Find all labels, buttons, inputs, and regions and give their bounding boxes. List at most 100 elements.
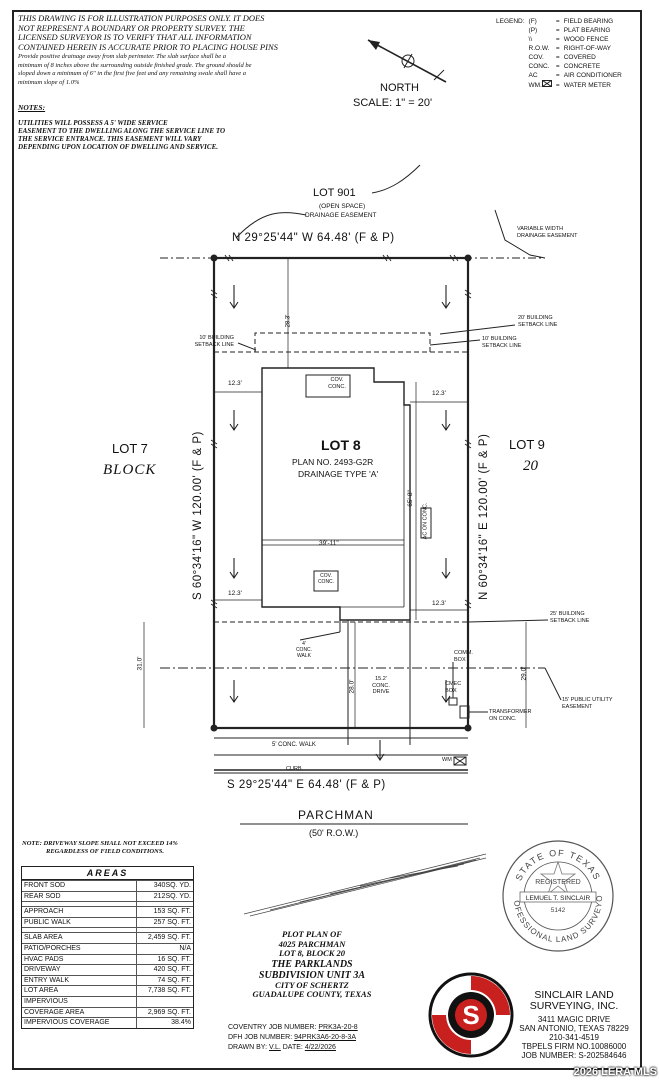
company-logo: S <box>428 972 514 1058</box>
label-line: 4' <box>302 641 306 647</box>
legend-symbol: WM. <box>527 80 554 90</box>
legend-meaning: PLAT BEARING <box>563 27 611 34</box>
covered-patio <box>305 374 351 398</box>
area-value: 257 SQ. FT. <box>136 916 193 928</box>
area-label: IMPERVIOUS COVERAGE <box>22 1017 137 1028</box>
ac-on-conc: AC ON CONC. <box>422 502 429 540</box>
driveway-note: NOTE: DRIVEWAY SLOPE SHALL NOT EXCEED 14… <box>22 840 178 855</box>
dim-front-right: 29.0' <box>520 666 528 681</box>
title-line: THE PARKLANDS <box>271 958 353 970</box>
label-line: 15' PUBLIC UTILITY <box>562 697 613 703</box>
company-name: SINCLAIR LAND <box>534 989 614 1001</box>
drainage-easement-label: DRAINAGE EASEMENT <box>305 212 377 219</box>
area-value: 153 SQ. FT. <box>136 906 193 918</box>
areas-title: AREAS <box>22 867 193 880</box>
title-line: SUBDIVISION UNIT 3A <box>258 969 366 981</box>
legend-symbol: (F) <box>528 18 537 25</box>
company-name: SURVEYING, INC. <box>529 1000 619 1012</box>
logo-letter: S <box>462 1000 479 1030</box>
disclaimer: THIS DRAWING IS FOR ILLUSTRATION PURPOSE… <box>18 13 318 86</box>
rear-setback-top-label: 20' BUILDING SETBACK LINE <box>518 315 557 328</box>
leader-line <box>467 619 549 623</box>
row-width: (50' R.O.W.) <box>309 828 359 838</box>
dim-left-bottom: 12.3' <box>228 590 242 597</box>
legend-meaning: CONCRETE <box>563 63 601 70</box>
variable-width-line: DRAINAGE EASEMENT <box>517 232 578 239</box>
area-value: 212SQ. YD. <box>136 890 193 902</box>
east-bearing: N 60°34'16" E 120.00' (F & P) <box>478 433 490 600</box>
lot-boundary <box>212 256 470 730</box>
date-label: DATE: <box>282 1044 303 1051</box>
company-info: SINCLAIR LAND SURVEYING, INC. 3411 MAGIC… <box>514 989 634 1061</box>
drawn-label: DRAWN BY: <box>228 1044 268 1051</box>
open-space-label: (OPEN SPACE) <box>319 203 366 210</box>
leader-line <box>544 667 562 701</box>
area-value: 340SQ. YD. <box>136 880 193 892</box>
coventry-value: PRK3A-20-8 <box>318 1024 358 1031</box>
leader-line <box>237 342 257 351</box>
drainage-arrow-icon <box>441 680 451 703</box>
dfh-label: DFH JOB NUMBER: <box>228 1034 293 1041</box>
area-label: ENTRY WALK <box>22 974 137 986</box>
dim-right-bottom: 12.3' <box>432 600 446 607</box>
disclaimer-line: LICENSED SURVEYOR IS TO VERIFY THAT ALL … <box>18 32 252 42</box>
legend-eq: = <box>555 36 560 43</box>
label-line: 25' BUILDING <box>550 611 585 617</box>
label-line: DRIVE <box>372 689 390 695</box>
utilities-line: UTILITIES WILL POSSESS A 5' WIDE SERVICE <box>18 119 168 127</box>
lot-901-label: LOT 901 <box>313 187 356 199</box>
label-line: WALK <box>297 653 311 659</box>
disclaimer-line: NOT REPRESENT A BOUNDARY OR PROPERTY SUR… <box>18 22 245 33</box>
dim-left-top: 12.3' <box>228 380 242 387</box>
legend-meaning: FIELD BEARING <box>563 18 614 25</box>
curb-label: CURB <box>286 766 302 772</box>
area-label: IMPERVIOUS <box>22 995 137 1008</box>
label-line: BOX <box>445 687 457 694</box>
label-line: COMM. <box>454 650 473 656</box>
note-line: REGARDLESS OF FIELD CONDITIONS. <box>46 847 164 855</box>
west-bearing: S 60°34'16" W 120.00' (F & P) <box>192 431 204 600</box>
north-arrow-icon <box>367 39 447 83</box>
scale-label: SCALE: 1" = 20' <box>353 97 433 109</box>
cov-conc-bottom: COV. CONC. <box>314 573 338 585</box>
date-value: 4/22/2026 <box>304 1044 336 1051</box>
company-address: 3411 MAGIC DRIVE <box>537 1015 611 1024</box>
utilities-note: UTILITIES WILL POSSESS A 5' WIDE SERVICE… <box>18 119 288 151</box>
plot-plan <box>143 164 562 825</box>
water-meter-label: WM <box>442 757 452 763</box>
legend-meaning: COVERED <box>563 54 596 61</box>
title-line: GUADALUPE COUNTY, TEXAS <box>252 989 372 999</box>
area-label: REAR SOD <box>22 890 137 902</box>
drainage-note: sloped down a minimum of 6" in the first… <box>18 70 246 77</box>
label-line: TRANSFORMER <box>489 709 532 715</box>
label-line: 10' BUILDING <box>482 336 517 342</box>
area-label: SLAB AREA <box>22 932 137 944</box>
area-value: 16 SQ. FT. <box>136 953 193 965</box>
legend-eq: = <box>555 18 560 25</box>
dfh-value: 94PRK3A6-20-8-3A <box>294 1034 356 1041</box>
table-spacer <box>22 927 193 933</box>
dim-right-top: 12.3' <box>432 390 446 397</box>
legend-meaning: AIR CONDITIONER <box>563 72 622 79</box>
legend: LEGEND: (F) = FIELD BEARING (P) = PLAT B… <box>494 17 638 90</box>
sidewalk-label: 5' CONC. WALK <box>272 742 316 748</box>
lot-9-label: LOT 9 <box>509 437 545 452</box>
area-value: 7,738 SQ. FT. <box>136 985 193 997</box>
drainage-note: minimum slope of 1.0% <box>18 78 80 86</box>
legend-eq: = <box>555 54 560 61</box>
company-phone: 210-341-4519 <box>549 1033 599 1042</box>
drawn-value: V.L. <box>268 1044 281 1051</box>
plot-title: PLOT PLAN OF 4025 PARCHMAN LOT 8, BLOCK … <box>232 929 392 1000</box>
label-line: SETBACK LINE <box>518 321 558 328</box>
area-value: 2,969 SQ. FT. <box>136 1006 193 1018</box>
rear-setback-left-label: 10' BUILDING SETBACK LINE <box>150 335 234 348</box>
label-line: 15.2' <box>375 676 387 682</box>
notes-title: NOTES: <box>18 103 46 112</box>
legend-eq: = <box>555 72 560 79</box>
